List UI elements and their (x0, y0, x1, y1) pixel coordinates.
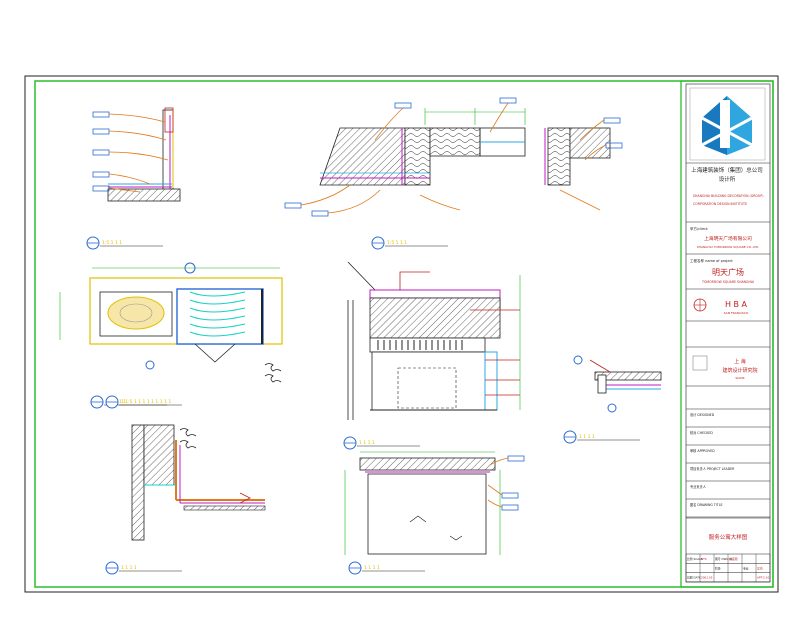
drawing-label-marker: 1 1 1 1 (348, 561, 425, 575)
project-label: 工程名称 name of project (690, 258, 733, 263)
detail-2-wall-section (284, 97, 623, 217)
title-block-cell: 2001.05 (701, 576, 713, 580)
drawing-label-title: 1 1 1 1 (121, 565, 137, 571)
project-name-en: TOMORROW SQUARE SHANGHAI (701, 280, 754, 284)
title-block-cell: 图号 DWG NO. (715, 557, 735, 561)
title-block-cell: 专业 (743, 566, 749, 570)
design-inst-en: SIADR (735, 376, 744, 380)
drawing-label-marker: 1 1:5 1 1 1 1 1 1 1 1 1 (105, 395, 182, 409)
drawing-labels: 1:5 1 1 11:5 1 1 11 1 1 1 11 1:5 1 1 1 1… (86, 236, 640, 575)
drawing-label-title: 1:5 1 1 1 (387, 240, 407, 246)
detail-6-corner-plan (131, 424, 266, 541)
design-inst-1: 上 海 (734, 358, 746, 365)
drawing-label-marker: 1:5 1 1 1 (371, 236, 448, 250)
drawing-label-title: 1 1 1 1 (579, 434, 595, 440)
title-block-cell: NTS (701, 557, 707, 561)
detail-1-corner-section (92, 107, 181, 202)
title-block-row-label: 专业负责人 (690, 484, 707, 489)
detail-5-small-section (573, 355, 662, 413)
drawing-label-marker: 1:5 1 1 1 (86, 236, 163, 250)
drawing-label-marker: 1 1 1 1 (105, 561, 182, 575)
title-block-row-label: 图名 DRAWING TITLE (690, 502, 723, 507)
title-block-cell: APT-2.10 (757, 576, 770, 580)
title-block: 上海建筑装饰（集团）总公司 设计所 SHANGHAI BUILDING DECO… (680, 80, 774, 588)
institute-name-en-2: CORPORATION DESIGN INSTITUTE (693, 202, 747, 206)
title-block-cell: 阶段 (715, 566, 721, 570)
detail-7-plan (344, 451, 525, 555)
title-block-row-label: 设计 DESIGNED (690, 412, 715, 417)
company-logo (689, 87, 766, 161)
drawing-title: 服务公寓大样图 (709, 533, 748, 541)
institute-name-2: 设计所 (719, 175, 736, 183)
title-block-row-label: 校对 CHECKED (690, 430, 713, 435)
firm-city: SAN FRANCISCO (724, 311, 749, 315)
drawing-label-marker: 1 1 1 1 (343, 436, 420, 450)
drawing-label-title: 1 1:5 1 1 1 1 1 1 1 1 1 (121, 399, 171, 405)
title-block-cell: 施工图 (729, 557, 738, 561)
client-name-en: SHANGHAI TOMORROW SQUARE CO.,LTD. (697, 245, 760, 249)
institute-name: 上海建筑装饰（集团）总公司 (691, 166, 763, 174)
title-block-cell: 比例 SCALE (687, 557, 703, 561)
siadr-logo-icon (692, 355, 708, 371)
drawing-label-marker: 1 1 1 1 (563, 430, 640, 444)
client-label: 甲方/client (690, 226, 708, 231)
outer-frame (24, 75, 779, 593)
detail-4-elevation (347, 261, 521, 420)
drawing-label-title: 1:5 1 1 1 (102, 240, 122, 246)
firm-logo-text: H B A (725, 300, 748, 309)
project-name: 明天广场 (712, 267, 744, 277)
title-block-row-label: 项目负责人 PROJECT LEADER (690, 466, 735, 471)
drawing-label-title: 1 1 1 1 (359, 440, 375, 446)
title-block-cell: 室内 (757, 566, 763, 570)
detail-3-plan (59, 262, 283, 383)
title-block-row-label: 审核 APPROVED (690, 448, 715, 453)
client-name: 上海明天广场有限公司 (704, 235, 752, 242)
title-block-rows: 设计 DESIGNED 校对 CHECKED 审核 APPROVED 项目负责人 PR… (686, 412, 770, 518)
drawing-label-title: 1 1 1 1 (364, 565, 380, 571)
institute-name-en: SHANGHAI BUILDING DECORATION (GROUP) (693, 194, 763, 198)
title-block-cell: 日期 DATE (687, 576, 701, 580)
design-inst-2: 建筑设计研究院 (722, 367, 757, 374)
hba-logo (693, 298, 707, 312)
